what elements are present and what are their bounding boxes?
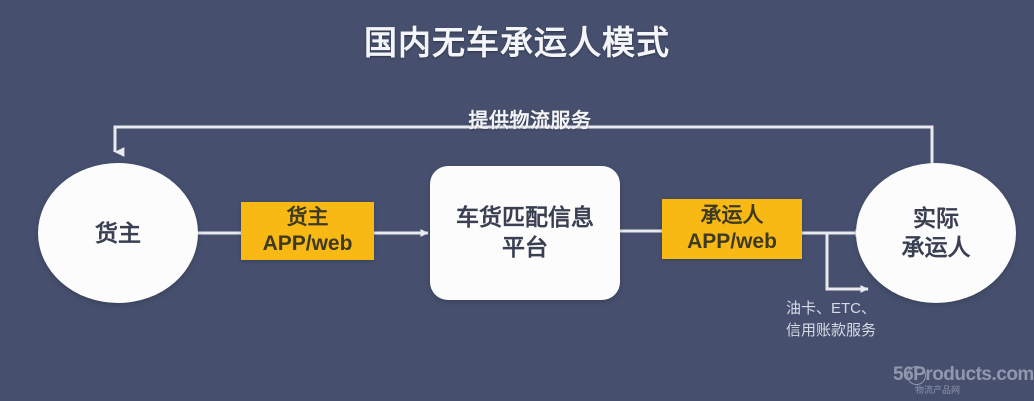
node-shipper[interactable]: 货主 [38,163,198,303]
node-actual-carrier[interactable]: 实际 承运人 [856,163,1016,303]
watermark-main: 56Products.com [893,364,1034,385]
node-platform[interactable]: 车货匹配信息 平台 [430,166,620,300]
node-shipper-label: 货主 [95,219,141,246]
node-carrier-app[interactable]: 承运人 APP/web [662,199,802,259]
watermark-sub: 物流产品网 [915,385,961,395]
node-carrier-app-label-line1: 承运人 [700,204,764,228]
globe-icon [907,366,926,385]
node-platform-label-line1: 车货匹配信息 [456,204,594,231]
watermark: 56Products.com 物流产品网 [893,364,1034,398]
service-note: 油卡、ETC、 信用账款服务 [786,300,877,339]
feedback-edge-label: 提供物流服务 [468,110,592,132]
node-carrier-app-label-line2: APP/web [687,230,777,253]
node-actual-carrier-label-line2: 承运人 [901,234,971,260]
page-title: 国内无车承运人模式 [364,24,670,61]
node-shipper-app[interactable]: 货主 APP/web [241,202,374,260]
node-shipper-app-label-line2: APP/web [262,232,353,255]
node-platform-label-line2: 平台 [502,234,548,260]
node-shipper-app-label-line1: 货主 [286,206,329,230]
node-actual-carrier-label-line1: 实际 [913,205,959,232]
